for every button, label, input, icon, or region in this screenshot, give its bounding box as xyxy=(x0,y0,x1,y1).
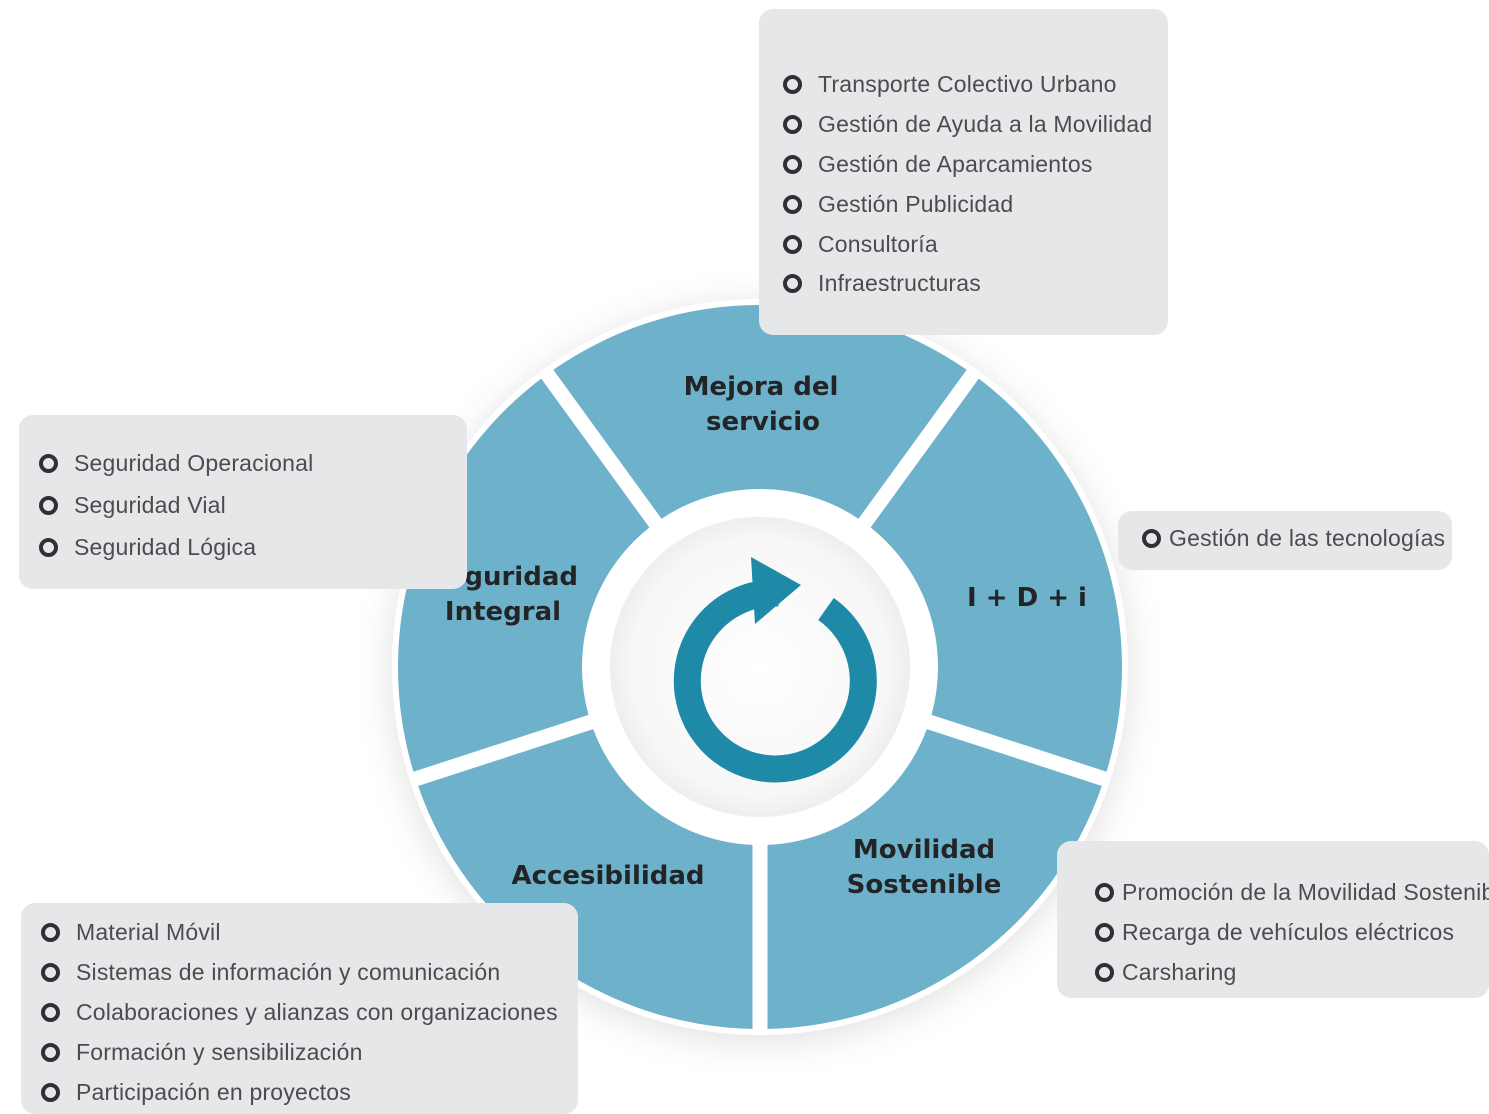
list-item: Material Móvil xyxy=(41,913,578,953)
segment-seguridad-line2: Integral xyxy=(445,597,561,627)
list-item-label: Seguridad Vial xyxy=(74,491,226,518)
bullet-ring-icon xyxy=(783,154,802,174)
list-item-label: Material Móvil xyxy=(76,919,221,946)
panel-mejora-servicio: Transporte Colectivo Urbano Gestión de A… xyxy=(759,9,1168,335)
list-item: Sistemas de información y comunicación xyxy=(41,953,578,993)
bullet-ring-icon xyxy=(39,537,58,557)
bullet-ring-icon xyxy=(783,274,802,294)
circular-arrow-icon xyxy=(673,557,877,783)
list-item: Carsharing xyxy=(1095,952,1489,992)
panel-seguridad-integral: Seguridad Operacional Seguridad Vial Seg… xyxy=(19,415,467,589)
bullet-ring-icon xyxy=(1142,529,1161,548)
segment-mejora-line1: Mejora del xyxy=(684,372,839,402)
list-item: Gestión de Aparcamientos xyxy=(783,145,1168,185)
list-item-label: Gestión de Ayuda a la Movilidad xyxy=(818,111,1153,138)
list-item: Seguridad Operacional xyxy=(39,442,467,484)
list-item: Recarga de vehículos eléctricos xyxy=(1095,912,1489,952)
segment-idi xyxy=(870,378,1123,772)
bullet-ring-icon xyxy=(783,75,802,95)
segment-movilidad xyxy=(767,729,1102,1029)
segment-accesibilidad xyxy=(418,729,753,1029)
segment-accesibilidad-label: Accesibilidad xyxy=(511,861,704,891)
bullet-ring-icon xyxy=(41,963,60,983)
segment-idi-label: I + D + i xyxy=(967,583,1087,613)
list-item-label: Promoción de la Movilidad Sostenible xyxy=(1122,878,1489,905)
bullet-ring-icon xyxy=(39,453,58,473)
bullet-ring-icon xyxy=(41,1082,60,1102)
list-item: Promoción de la Movilidad Sostenible xyxy=(1095,872,1489,912)
bullet-ring-icon xyxy=(1095,962,1114,982)
segment-movilidad-line2: Sostenible xyxy=(847,870,1002,900)
list-item-label: Recarga de vehículos eléctricos xyxy=(1122,918,1455,945)
list-item-label: Gestión de Aparcamientos xyxy=(818,150,1093,177)
bullet-ring-icon xyxy=(39,495,58,515)
bullet-ring-icon xyxy=(1095,882,1114,902)
segment-mejora-line2: servicio xyxy=(706,407,820,437)
list-item-label: Seguridad Operacional xyxy=(74,449,314,476)
list-item-label: Formación y sensibilización xyxy=(76,1038,363,1065)
wheel-segments xyxy=(397,304,1123,1029)
segment-movilidad-line1: Movilidad xyxy=(853,835,995,865)
panel-accesibilidad: Material Móvil Sistemas de información y… xyxy=(21,903,578,1114)
list-item-label: Infraestructuras xyxy=(818,270,981,297)
list-item-label: Participación en proyectos xyxy=(76,1078,351,1105)
list-item: Gestión de Ayuda a la Movilidad xyxy=(783,105,1168,145)
panel-movilidad-sostenible: Promoción de la Movilidad Sostenible Rec… xyxy=(1057,841,1489,998)
list-item: Participación en proyectos xyxy=(41,1072,578,1112)
list-item: Gestión Publicidad xyxy=(783,184,1168,224)
segment-mejora xyxy=(553,304,967,519)
list-item-label: Seguridad Lógica xyxy=(74,533,257,560)
list-item-label: Transporte Colectivo Urbano xyxy=(818,71,1117,98)
list-item-label: Gestión de las tecnologías xyxy=(1169,525,1446,551)
list-item: Consultoría xyxy=(783,224,1168,264)
panel-idi: Gestión de las tecnologías xyxy=(1118,511,1452,570)
bullet-ring-icon xyxy=(783,115,802,135)
bullet-ring-icon xyxy=(1095,922,1114,942)
list-item-label: Consultoría xyxy=(818,230,938,257)
list-item-label: Gestión Publicidad xyxy=(818,190,1014,217)
list-item: Colaboraciones y alianzas con organizaci… xyxy=(41,993,578,1033)
list-item: Gestión de las tecnologías xyxy=(1142,525,1452,552)
bullet-ring-icon xyxy=(41,1002,60,1022)
bullet-ring-icon xyxy=(41,1042,60,1062)
list-item-label: Colaboraciones y alianzas con organizaci… xyxy=(76,998,558,1025)
list-item: Formación y sensibilización xyxy=(41,1032,578,1072)
list-item: Seguridad Vial xyxy=(39,484,467,526)
list-item-label: Sistemas de información y comunicación xyxy=(76,959,501,986)
list-item: Transporte Colectivo Urbano xyxy=(783,65,1168,105)
list-item-label: Carsharing xyxy=(1122,958,1237,985)
bullet-ring-icon xyxy=(783,194,802,214)
bullet-ring-icon xyxy=(41,923,60,943)
bullet-ring-icon xyxy=(783,234,802,254)
list-item: Infraestructuras xyxy=(783,264,1168,304)
list-item: Seguridad Lógica xyxy=(39,526,467,568)
